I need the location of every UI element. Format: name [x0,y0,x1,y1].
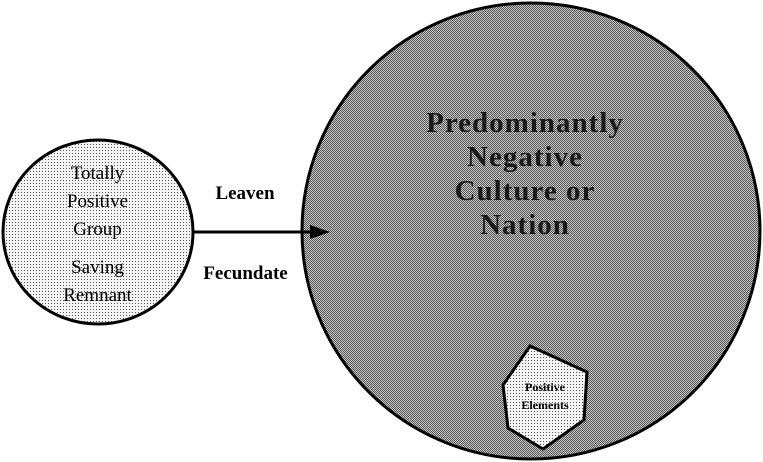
arrow-head [310,225,330,239]
label-line: Remnant [63,285,132,306]
positive-elements-hexagon [501,344,589,451]
label-line: Negative [467,141,583,173]
label-line: Nation [480,209,570,241]
label-line: Culture or [454,175,596,207]
positive-elements-label: Positive Elements [505,378,585,414]
label-line: Saving [71,257,124,278]
positive-group-label: Totally Positive Group [40,160,155,244]
leaven-label: Leaven [215,183,275,204]
label-line: Positive [525,380,565,394]
fecundate-label: Fecundate [203,263,288,284]
label-line: Predominantly [426,107,624,139]
label-line: Totally [70,163,125,184]
negative-culture-label: Predominantly Negative Culture or Nation [400,106,650,242]
label-line: Elements [521,398,569,412]
label-line: Group [73,219,122,240]
label-line: Positive [66,191,129,212]
saving-remnant-label: Saving Remnant [40,254,155,310]
